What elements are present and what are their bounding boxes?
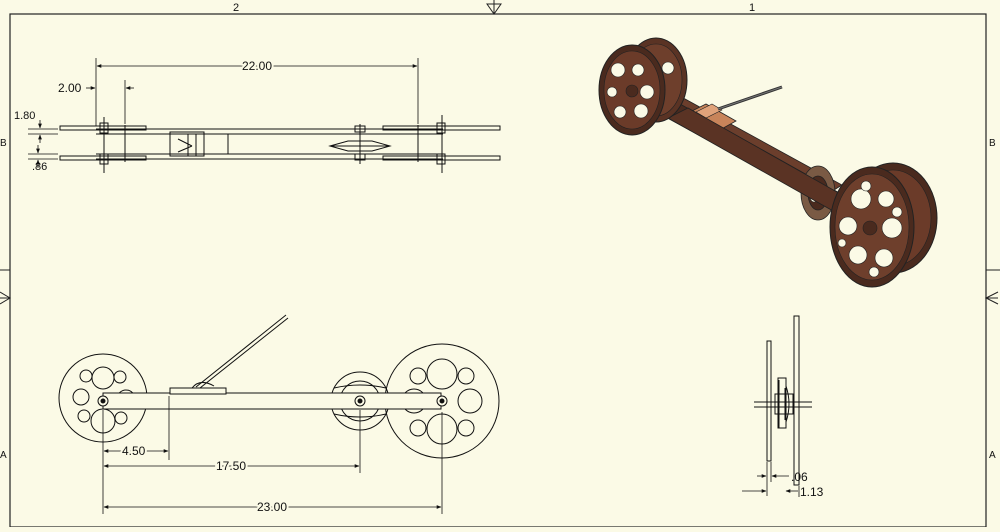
dim-0-06: .06 <box>791 470 808 484</box>
dim-22-00: 22.00 <box>242 59 272 73</box>
dim-2-00: 2.00 <box>58 81 82 95</box>
sheet-border <box>9 13 987 528</box>
dim-1-80: 1.80 <box>14 110 35 122</box>
top-view <box>59 115 501 173</box>
zone-col-1: 1 <box>749 2 755 14</box>
zone-row-b-right: B <box>989 138 996 149</box>
side-view-dimensions <box>102 396 443 514</box>
dim-17-50: 17.50 <box>216 459 246 473</box>
dim-23-00: 23.00 <box>257 500 287 514</box>
top-view-dimensions <box>28 58 419 168</box>
dim-4-50: 4.50 <box>122 444 146 458</box>
zone-row-a-left: A <box>0 450 7 461</box>
side-view <box>58 314 500 459</box>
dim-1-13: 1.13 <box>800 485 824 499</box>
end-view <box>754 315 812 486</box>
isometric-view <box>598 37 938 288</box>
dim-0-86: .86 <box>32 161 47 173</box>
zone-row-b-left: B <box>0 138 7 149</box>
end-view-dimensions <box>742 462 800 497</box>
zone-col-2: 2 <box>233 2 239 14</box>
zone-row-a-right: A <box>989 450 996 461</box>
